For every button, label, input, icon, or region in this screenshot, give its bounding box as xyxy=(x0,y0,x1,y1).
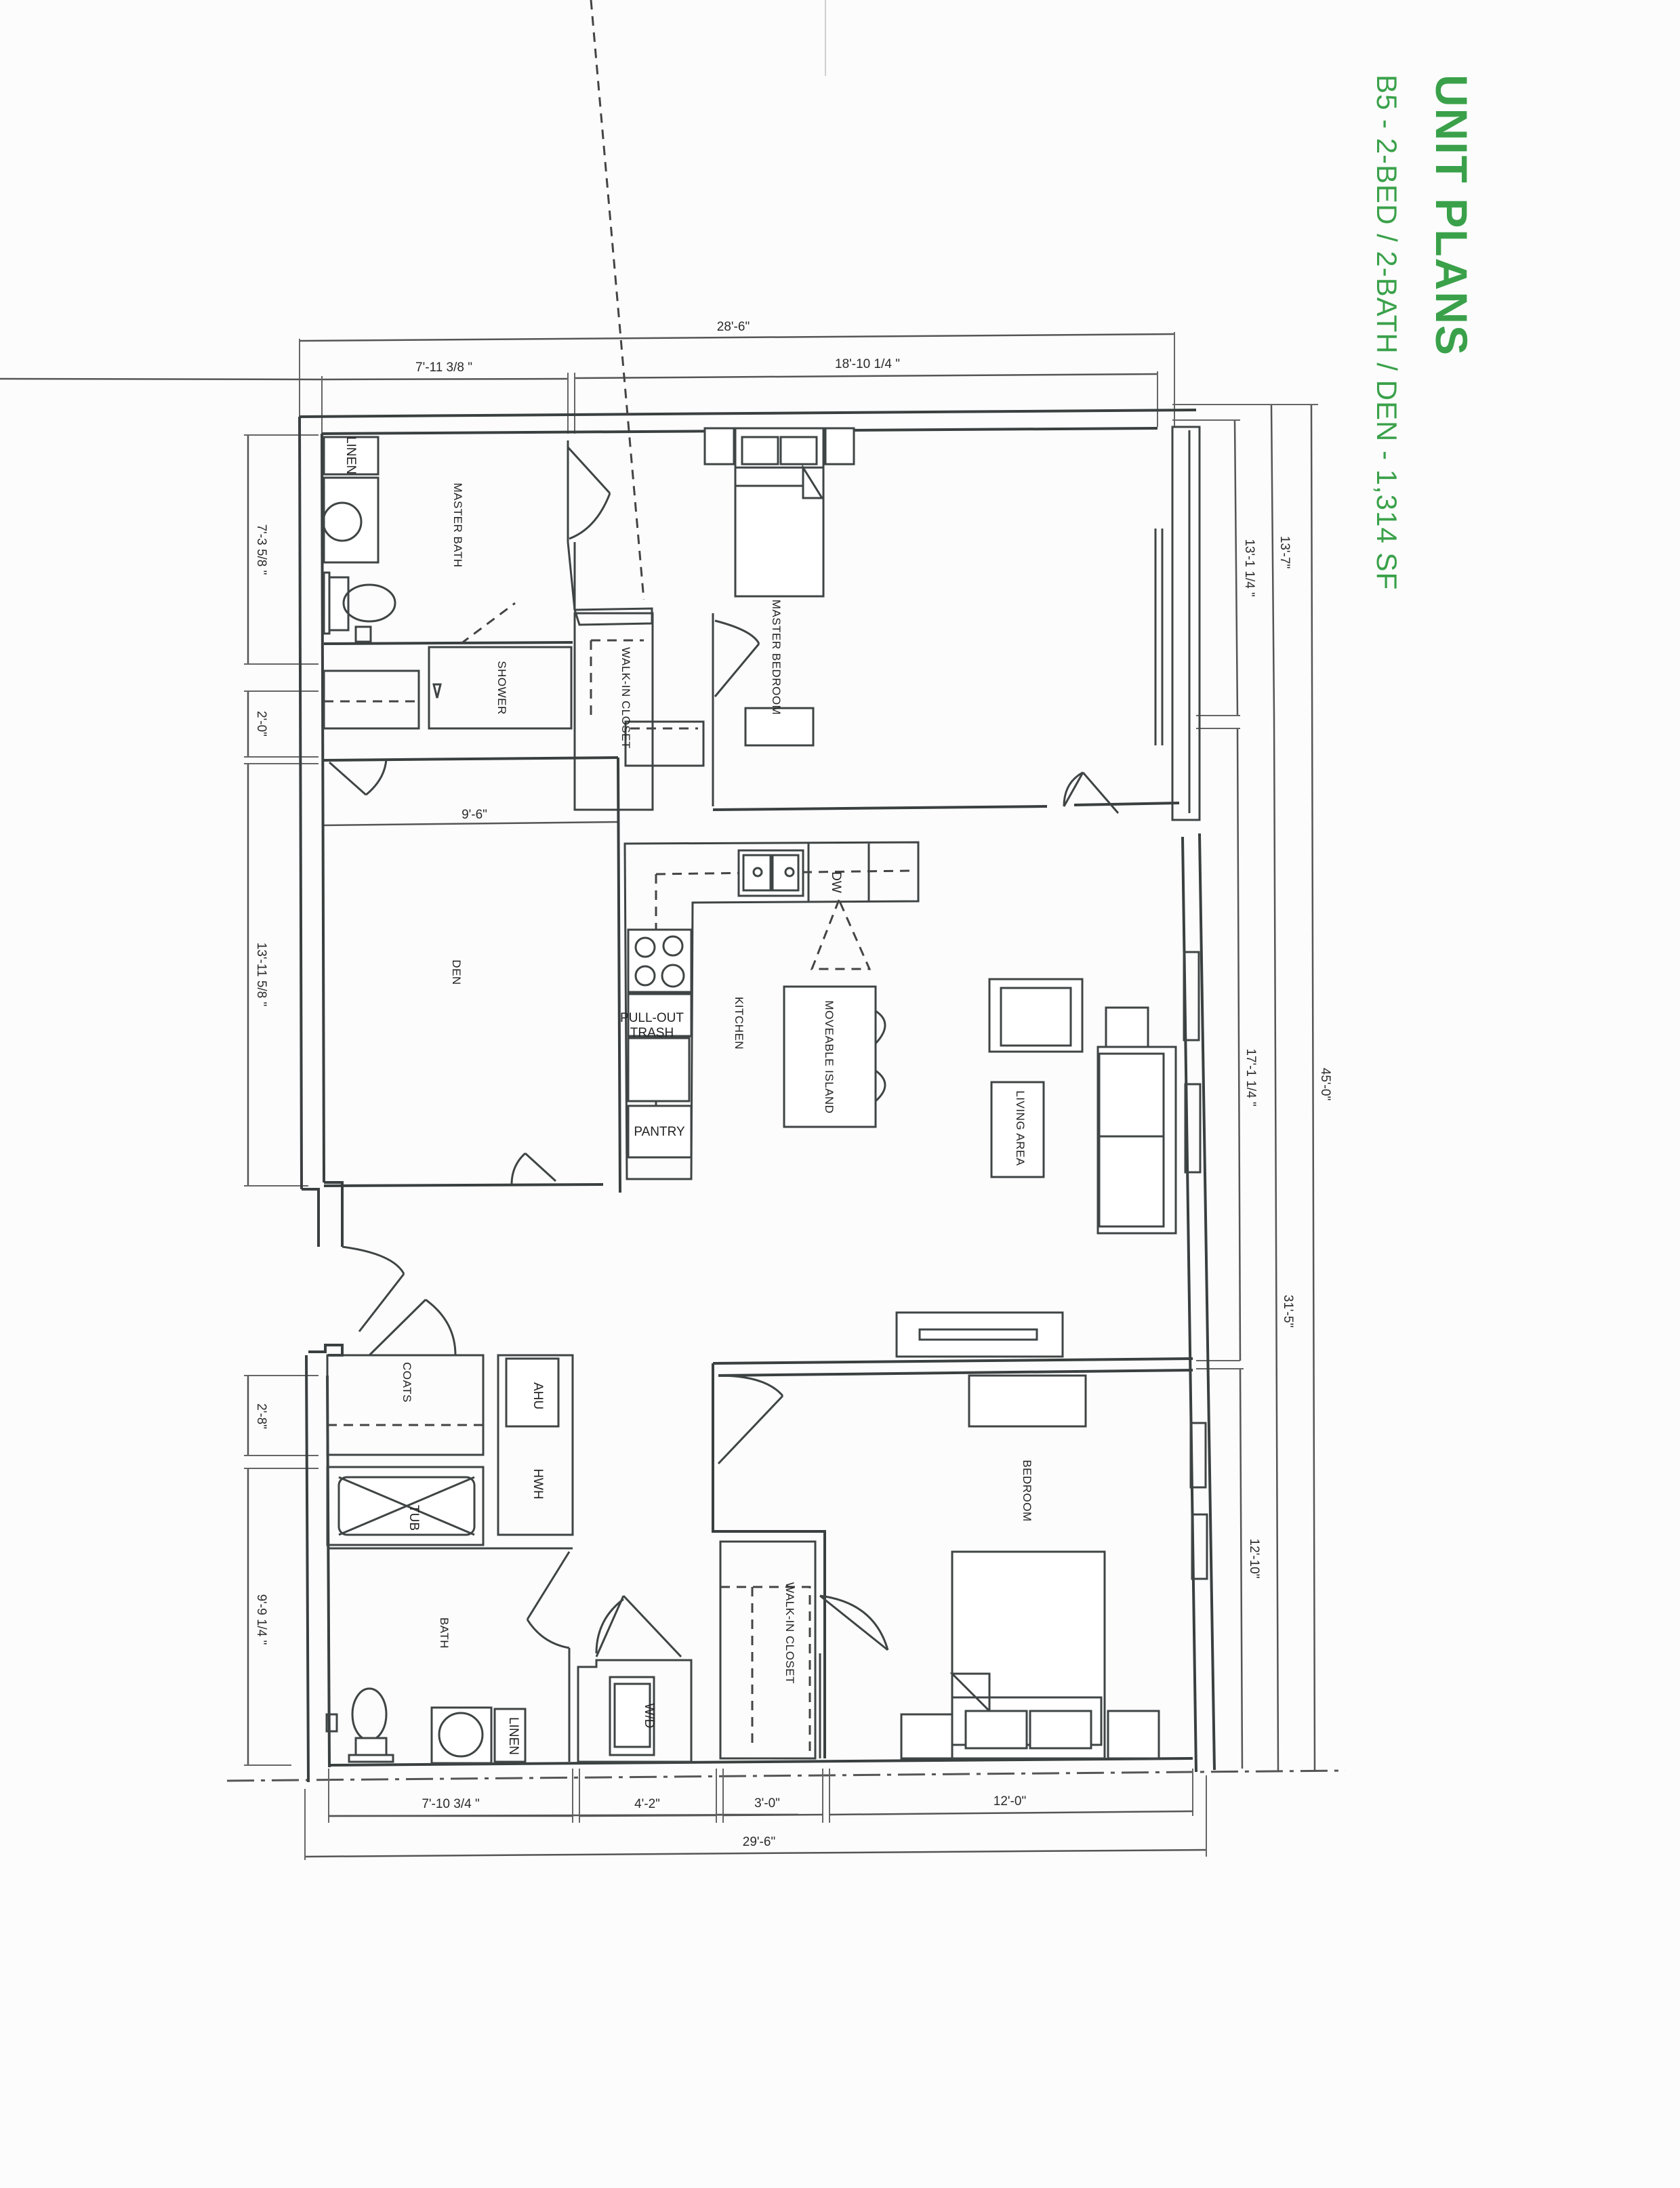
armchair xyxy=(988,978,1084,1053)
pillow-left xyxy=(741,436,779,466)
vanity-bottom xyxy=(430,1706,493,1764)
dim-top-left: 7'-11 3/8 " xyxy=(415,360,472,375)
entry-coats-mech: COATS AHU HWH TUB xyxy=(308,1245,1193,1546)
master-bedroom-area: MASTER BEDROOM xyxy=(703,427,1180,814)
dim-right-master-inner: 13'-1 1/4 " xyxy=(1242,539,1256,596)
dim-right-master-outer: 13'-7" xyxy=(1277,536,1292,569)
sink-icon xyxy=(322,501,363,542)
pillow-bottom-left xyxy=(964,1710,1028,1750)
dim-top-overall: 28'-6" xyxy=(717,320,750,334)
dim-bottom-bedroom: 12'-0" xyxy=(993,1794,1026,1809)
living-area: LIVING AREA xyxy=(895,978,1177,1358)
dim-right-bedroom: 12'-10" xyxy=(1247,1539,1261,1579)
kitchen-area: DW PULL-OUT TRASH PANTRY KITCHEN MOVEABL… xyxy=(620,841,920,1180)
dim-left-den: 13'-11 5/8 " xyxy=(254,943,268,1007)
dim-right-living: 17'-1 1/4 " xyxy=(1244,1048,1258,1106)
dim-left-closet: 2'-0" xyxy=(254,711,268,737)
dim-left-coats: 2'-8" xyxy=(254,1403,268,1429)
master-bath-area: LINEN MASTER BATH SHOWER xyxy=(322,436,611,730)
washer-dryer xyxy=(609,1676,655,1756)
dim-left-master-bath: 7'-3 5/8 " xyxy=(254,524,268,575)
sink-bottom-icon xyxy=(438,1712,484,1758)
vanity-top xyxy=(323,476,380,564)
tp-holder-bottom-icon xyxy=(325,1713,338,1733)
side-table xyxy=(1105,1006,1149,1048)
tub-enclosure xyxy=(326,1466,485,1546)
dim-bottom-overall: 29'-6" xyxy=(743,1835,775,1849)
master-walk-in-closet: WALK-IN CLOSET xyxy=(573,0,760,811)
laundry-area: W/D xyxy=(577,1594,693,1763)
moveable-island xyxy=(783,985,877,1128)
bedroom-label: BEDROOM xyxy=(1021,1460,1033,1521)
linen-top-label: LINEN xyxy=(344,436,358,474)
ahu-unit xyxy=(505,1357,560,1428)
refrigerator xyxy=(627,1037,691,1102)
shower-head-icon xyxy=(432,683,442,699)
tub-label: TUB xyxy=(407,1505,421,1531)
coffee-table xyxy=(990,1081,1045,1178)
nightstand-right xyxy=(824,427,855,466)
dim-top-right: 18'-10 1/4 " xyxy=(835,357,900,371)
linen-bottom-label: LINEN xyxy=(506,1717,520,1755)
toilet-bowl-bottom-icon xyxy=(351,1687,388,1741)
shower-label: SHOWER xyxy=(495,661,508,715)
pillow-bottom-right xyxy=(1029,1710,1092,1750)
scan-artifact-line xyxy=(825,0,826,76)
bedroom-closet-label: WALK-IN CLOSET xyxy=(783,1582,796,1684)
bedroom-walk-in-closet xyxy=(719,1540,817,1760)
nightstand-bottom-left xyxy=(900,1713,954,1760)
dimension-lines: 28'-6" 7'-11 3/8 " 18'-10 1/4 " 7'-3 5/8… xyxy=(0,320,1346,1860)
dim-bottom-closet: 3'-0" xyxy=(754,1796,780,1811)
hwh-label: HWH xyxy=(531,1468,545,1499)
bath-label: BATH xyxy=(438,1617,451,1649)
dim-den-width: 9'-6" xyxy=(462,808,487,822)
dim-bottom-wd: 4'-2" xyxy=(634,1797,660,1811)
master-bed xyxy=(734,466,825,598)
dim-bottom-bath: 7'-10 3/4 " xyxy=(422,1797,479,1811)
wd-label: W/D xyxy=(642,1704,656,1729)
coats-closet xyxy=(326,1354,485,1456)
pull-out-trash xyxy=(627,993,693,1037)
pillow-right xyxy=(779,436,818,466)
linen-cabinet-bottom xyxy=(493,1708,527,1763)
bedroom-area: WALK-IN CLOSET BEDROOM xyxy=(712,1374,1160,1760)
ahu-label: AHU xyxy=(531,1382,545,1409)
linen-cabinet-top xyxy=(323,436,380,476)
nightstand-left xyxy=(703,427,735,466)
tv-console xyxy=(895,1311,1064,1358)
living-label-line1: LIVING AREA xyxy=(1014,1090,1027,1165)
master-bath-label: MASTER BATH xyxy=(451,482,464,567)
dresser-master xyxy=(744,707,815,747)
coats-label: COATS xyxy=(401,1362,413,1403)
tp-holder-icon xyxy=(354,625,372,643)
master-closet-label: WALK-IN CLOSET xyxy=(619,647,632,749)
bath-area: BATH LINEN xyxy=(325,1547,573,1764)
dim-right-overall: 45'-0" xyxy=(1318,1068,1332,1100)
den-label: DEN xyxy=(450,959,463,985)
nightstand-bottom-right xyxy=(1107,1710,1160,1760)
dim-left-bath: 9'-9 1/4 " xyxy=(254,1594,268,1645)
toilet-bowl-icon xyxy=(342,583,396,623)
mech-closet xyxy=(497,1354,574,1536)
shower-enclosure xyxy=(428,646,573,730)
dresser-bedroom xyxy=(968,1374,1087,1428)
dim-right-lower-total: 31'-5" xyxy=(1281,1295,1295,1327)
island-label: MOVEABLE ISLAND xyxy=(823,1000,836,1113)
toilet-tank-bottom xyxy=(354,1737,388,1758)
pantry-label: PANTRY xyxy=(634,1125,685,1139)
tv-icon xyxy=(918,1328,1038,1341)
master-bedroom-label: MASTER BEDROOM xyxy=(770,600,783,715)
kitchen-label: KITCHEN xyxy=(733,997,745,1050)
trash-label: TRASH xyxy=(630,1026,674,1040)
pantry-cabinet xyxy=(627,1105,693,1159)
den-area: DEN xyxy=(323,756,621,1193)
dishwasher-label: DW xyxy=(829,871,843,893)
pull-out-label: PULL-OUT xyxy=(620,1011,684,1025)
